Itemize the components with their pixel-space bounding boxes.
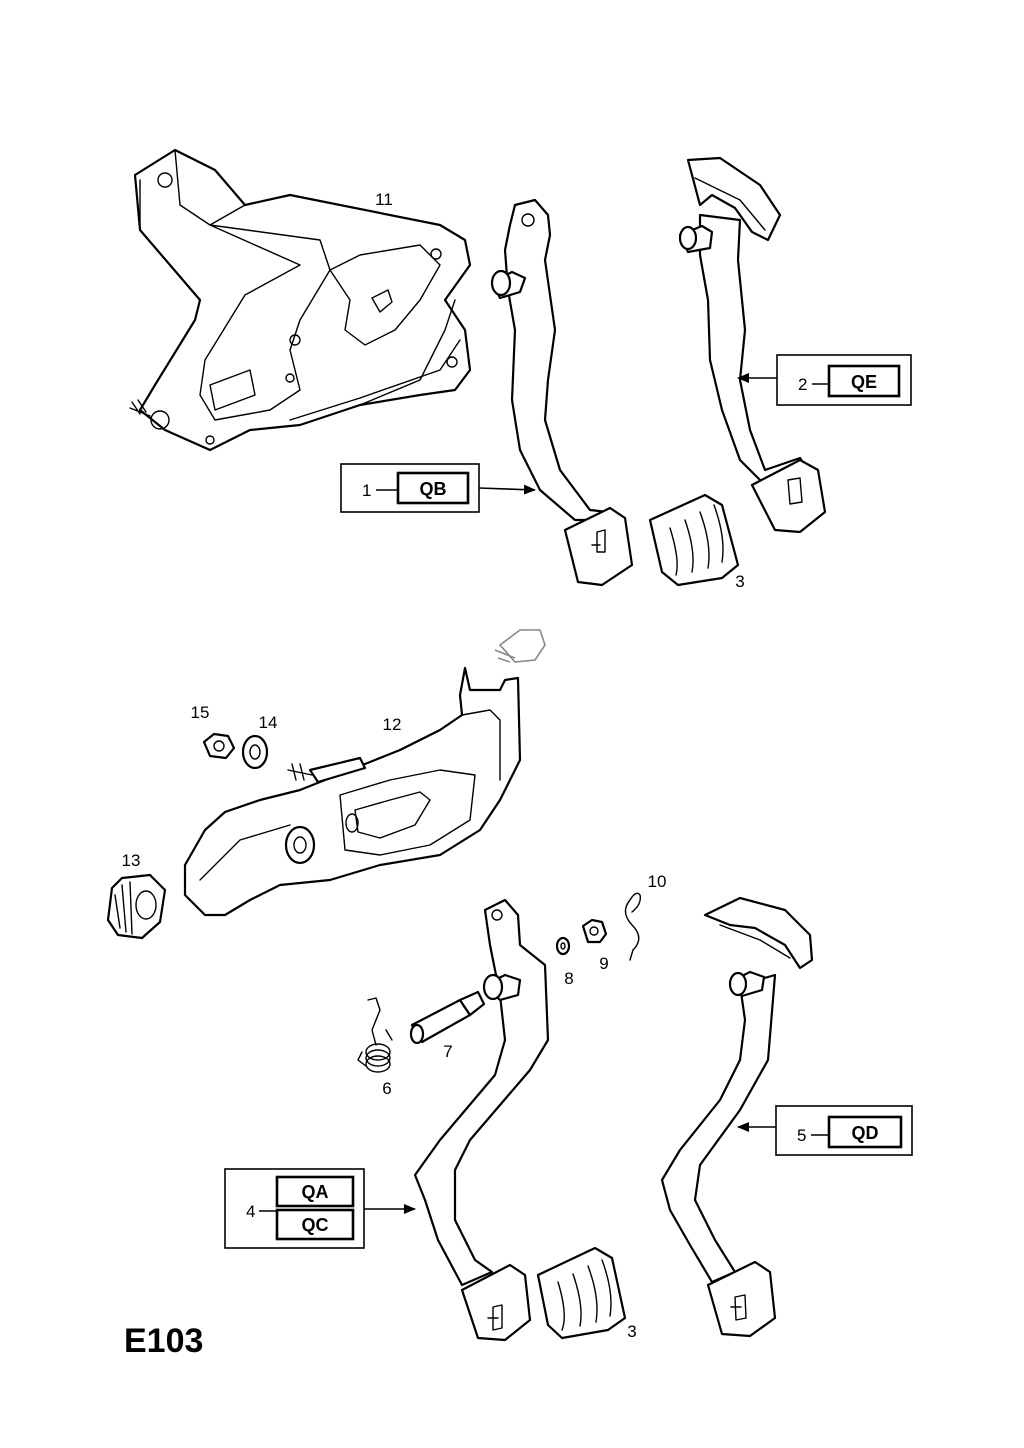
part-label-9: 9 <box>599 954 608 973</box>
callout-2-QE: 2 QE <box>737 354 912 406</box>
clutch-pedal-part-4 <box>413 898 550 1342</box>
brake-pedal-part-5 <box>660 896 814 1338</box>
callout-5-QD: 5 QD <box>737 1105 913 1156</box>
pedal-pad-part-3-top <box>648 493 740 587</box>
part-label-3-bottom: 3 <box>627 1322 636 1341</box>
part-label-13: 13 <box>122 851 141 870</box>
part-label-8: 8 <box>564 969 573 988</box>
spring-part-6 <box>357 997 393 1073</box>
bracket-part-12 <box>183 666 522 917</box>
part-label-7: 7 <box>443 1042 452 1061</box>
callout-5-code: QD <box>852 1123 879 1143</box>
pedal-pad-part-3-bottom <box>536 1246 627 1340</box>
part-label-15: 15 <box>191 703 210 722</box>
part-label-6: 6 <box>382 1079 391 1098</box>
bush-part-13 <box>106 873 167 940</box>
part-label-11: 11 <box>375 190 393 209</box>
bolt-ghost <box>494 629 546 663</box>
part-label-12: 12 <box>383 715 402 734</box>
callout-2-code: QE <box>851 372 877 392</box>
callout-4-code-qa: QA <box>302 1182 329 1202</box>
part-label-10: 10 <box>648 872 667 891</box>
brake-pedal-part-2 <box>678 156 827 534</box>
callout-1-code: QB <box>420 479 447 499</box>
washer-part-8 <box>555 936 571 956</box>
callout-4-number: 4 <box>246 1202 255 1221</box>
part-label-14: 14 <box>259 713 278 732</box>
callout-2-number: 2 <box>798 375 807 394</box>
clutch-pedal-part-1 <box>490 198 634 587</box>
nut-part-9 <box>581 918 608 944</box>
callout-1-QB: 1 QB <box>340 463 536 513</box>
clip-part-10 <box>624 892 642 961</box>
callout-1-number: 1 <box>362 481 371 500</box>
part-label-3-top: 3 <box>735 572 744 591</box>
pedal-bracket-part-11 <box>129 148 472 452</box>
nut-part-15 <box>202 732 236 760</box>
callout-4-QA-QC: 4 QA QC <box>224 1168 416 1249</box>
page-id: E103 <box>124 1322 203 1360</box>
pivot-pin-part-7 <box>409 990 486 1045</box>
washer-part-14 <box>241 734 269 770</box>
callout-5-number: 5 <box>797 1126 806 1145</box>
callout-4-code-qc: QC <box>302 1215 329 1235</box>
